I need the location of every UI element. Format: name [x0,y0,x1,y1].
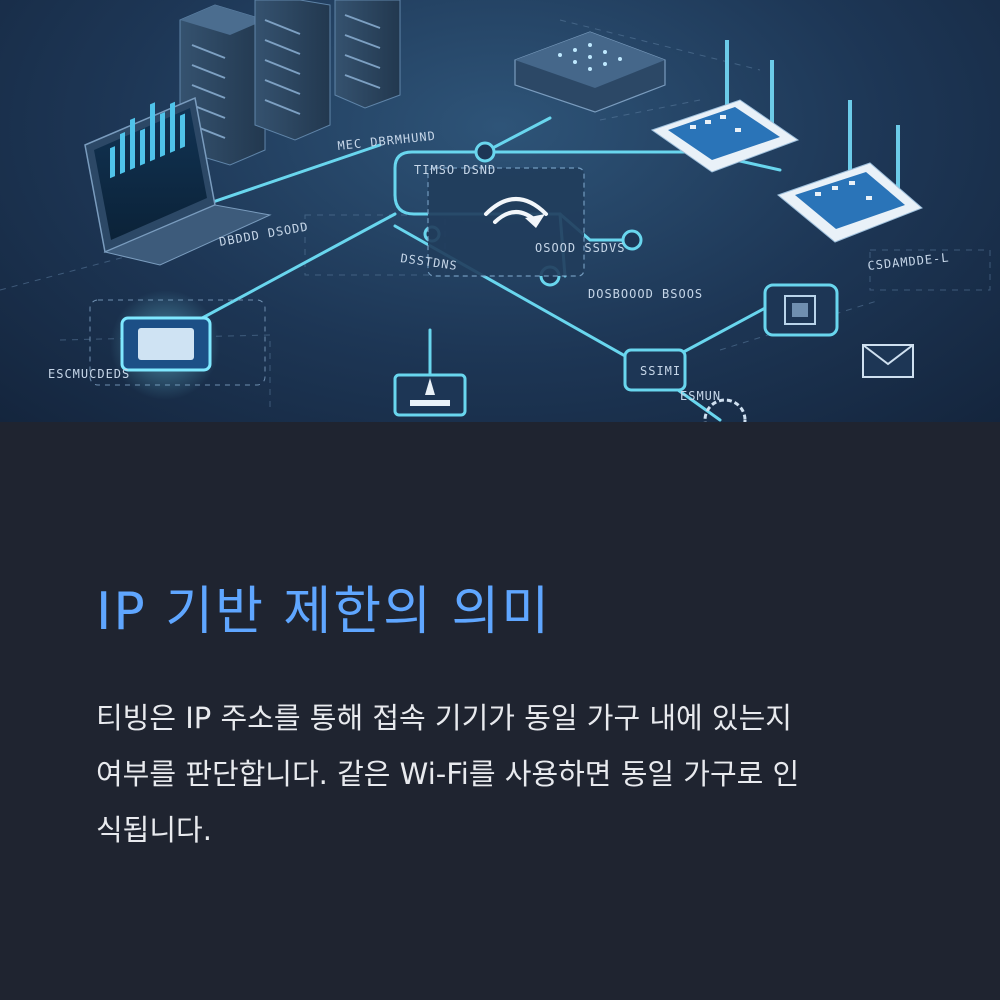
server-racks: MEC DBRMHUND [179,0,437,166]
svg-text:SSIMI: SSIMI [640,364,681,378]
svg-text:DOSBOOOD BSOOS: DOSBOOOD BSOOS [588,287,703,301]
gear-icon [703,398,747,422]
chip-icon: ESCMUCDEDS [48,290,266,400]
network-illustration: OSOOD SSDVS TIMSO DSND DOSBOOOD BSOOS [0,0,1000,422]
svg-text:OSOOD SSDVS: OSOOD SSDVS [535,241,625,255]
qr-node-icon [763,283,839,337]
text-panel [0,422,1000,1000]
svg-text:ESCMUCDEDS: ESCMUCDEDS [48,367,130,381]
access-point-1-icon [650,40,800,173]
svg-text:MEC DBRMHUND: MEC DBRMHUND [337,129,437,153]
svg-text:ESMUN: ESMUN [680,389,721,403]
body-line: 식됩니다. [96,813,212,847]
mail-icon [862,344,914,378]
svg-text:TIMSO DSND: TIMSO DSND [414,163,496,177]
page-title: IP 기반 제한의 의미 [96,582,552,642]
body-line: 티빙은 IP 주소를 통해 접속 기기가 동일 가구 내에 있는지 [96,701,792,735]
access-point-2-icon: CSDAMDDE-L [776,100,950,273]
laptop-icon: DBDDD DSODD [84,96,310,266]
small-node-icon: SSIMI [623,348,687,392]
svg-text:CSDAMDDE-L: CSDAMDDE-L [867,250,950,273]
body-line: 여부를 판단합니다. 같은 Wi-Fi를 사용하면 동일 가구로 인 [96,757,800,791]
network-switch-icon [514,31,666,113]
body-text: 티빙은 IP 주소를 통해 접속 기기가 동일 가구 내에 있는지 여부를 판단… [96,690,916,858]
wifi-hub: OSOOD SSDVS TIMSO DSND DOSBOOOD BSOOS [414,163,703,301]
pen-node-icon [393,373,467,417]
